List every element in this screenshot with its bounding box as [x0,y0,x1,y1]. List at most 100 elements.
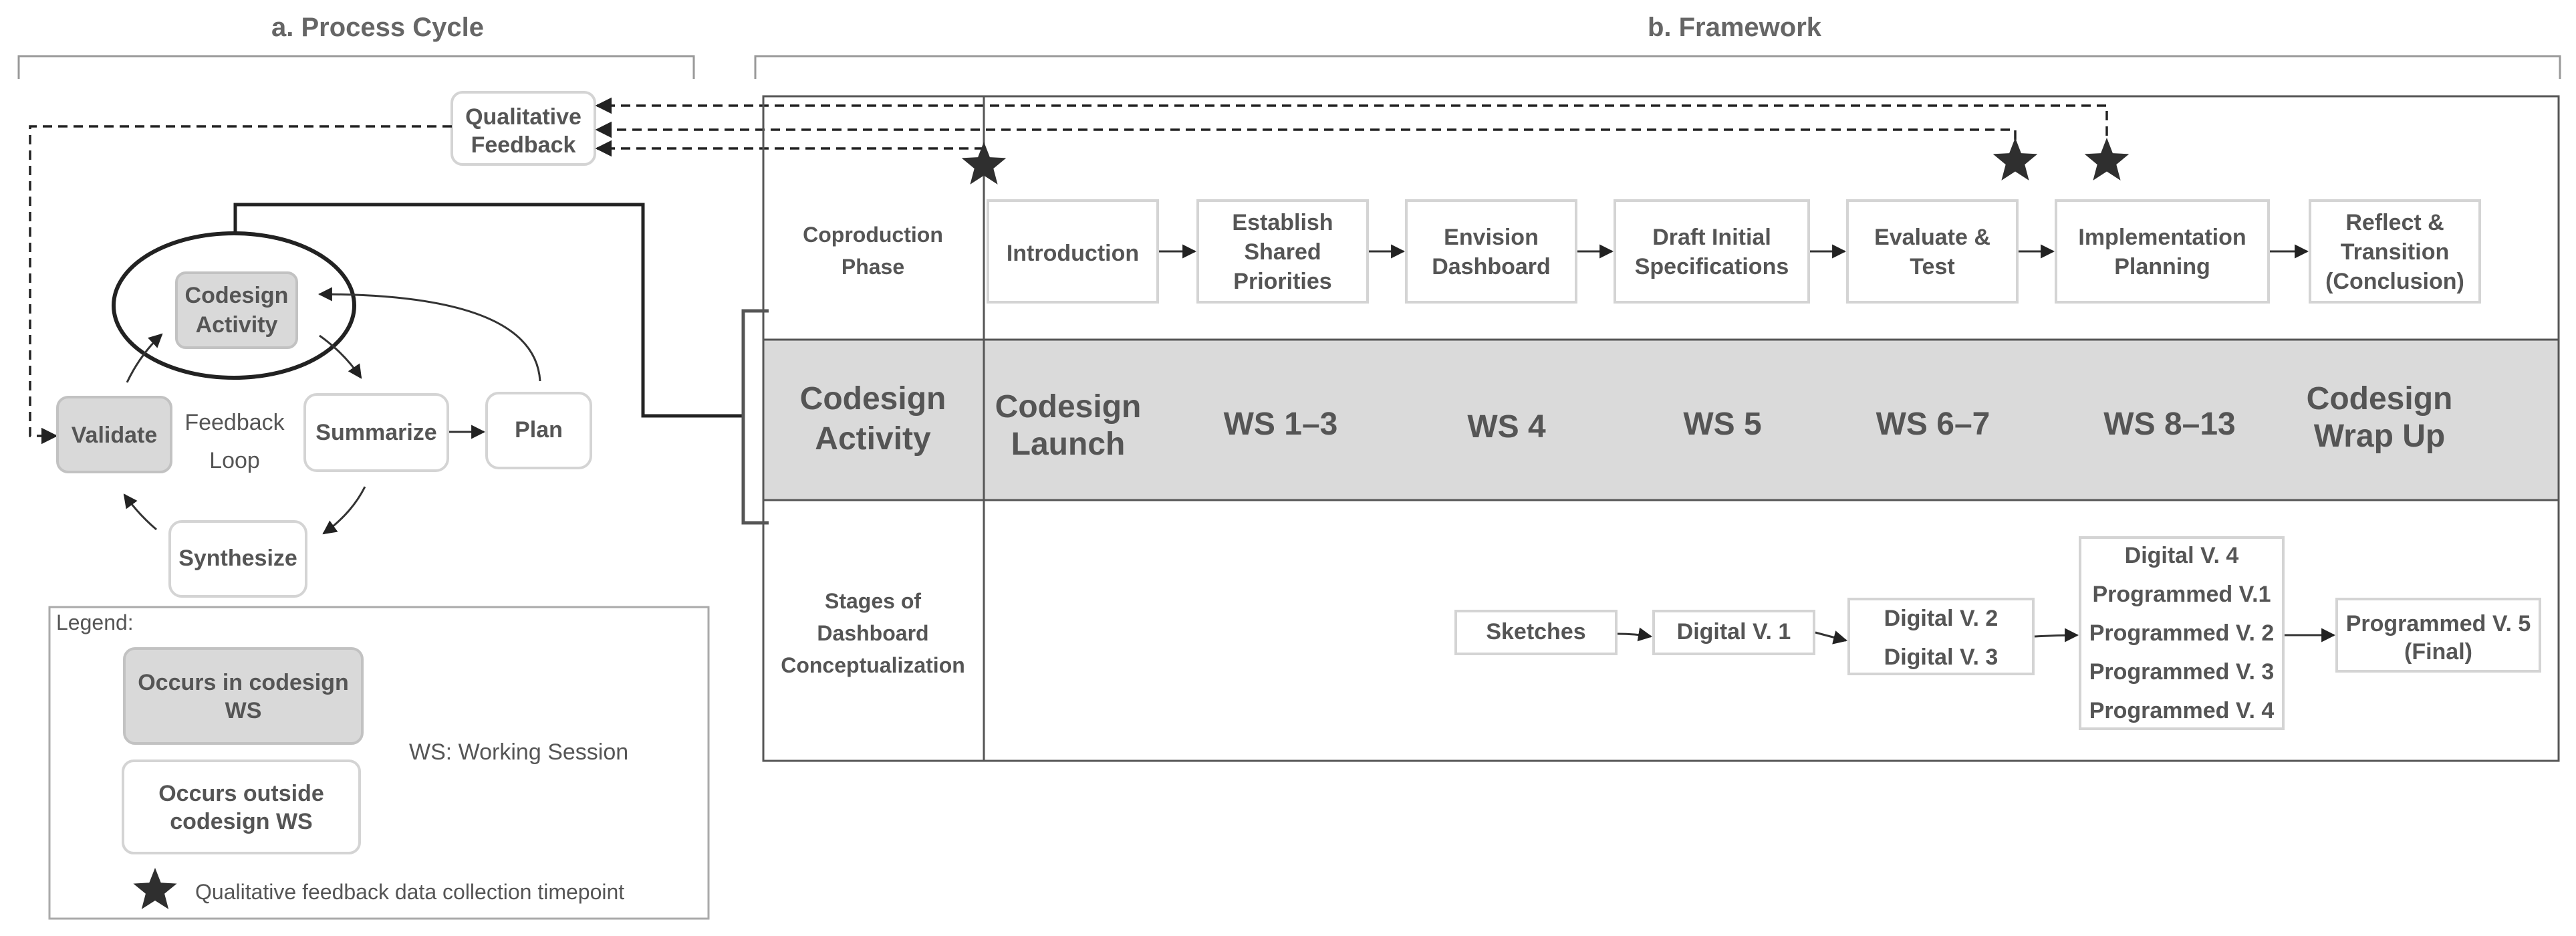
legend-white-swatch [122,759,361,854]
phase-establish-line3: Priorities [1233,269,1331,294]
stage-digital-v2-v3: Digital V. 2 Digital V. 3 [1847,598,2035,675]
row-label-stages-2: Dashboard [817,621,928,645]
framework-table: Coproduction Phase Codesign Activity Sta… [762,95,2560,762]
activity-ws-6-7: WS 6–7 [1876,406,1990,442]
feedback-loop-line2: Loop [209,448,260,473]
phase-implementation-planning: Implementation Planning [2055,199,2270,304]
activity-codesign-wrap-up-2: Wrap Up [2314,419,2445,454]
phase-reflect-line1: Reflect & [2345,210,2444,235]
row-label-activity-2: Activity [815,421,931,457]
stage-digital-v1-label: Digital V. 1 [1677,619,1791,645]
phase-evaluate-test: Evaluate & Test [1846,199,2019,304]
activity-band [763,340,2559,500]
legend-occurs-in-line2: WS [225,698,262,723]
framework-title: b. Framework [1648,13,1822,42]
arrow-synthesize-to-validate [123,493,157,531]
phase-draft-specifications: Draft Initial Specifications [1614,199,1810,304]
feedback-loop-line1: Feedback [184,410,285,435]
legend-title: Legend: [56,610,134,634]
stage-programmed-v4-label: Programmed V. 4 [2089,698,2275,723]
legend-ws-note: WS: Working Session [409,739,628,765]
framework-bracket [754,55,2561,79]
phase-envision-line1: Envision [1444,225,1539,250]
phase-introduction: Introduction [987,199,1159,304]
row-label-coproduction-1: Coproduction [803,223,943,247]
codesign-activity-line1: Codesign [185,283,289,308]
synthesize-label: Synthesize [178,546,297,571]
feedback-to-validate-dash [29,125,452,445]
legend-occurs-in-line1: Occurs in codesign [138,670,349,695]
stage-digital-v4-programmed: Digital V. 4 Programmed V.1 Programmed V… [2079,536,2285,730]
codesign-activity-node: Codesign Activity [175,271,298,349]
phase-establish-priorities: Establish Shared Priorities [1196,199,1369,304]
stage-programmed-v5: Programmed V. 5 (Final) [2335,598,2541,673]
row-label-activity-1: Codesign [800,381,946,417]
codesign-activity-line2: Activity [196,312,278,338]
framework-frame [762,95,2560,762]
qualitative-feedback-line1: Qualitative [465,104,582,130]
row-label-stages-1: Stages of [825,589,921,613]
legend: Legend: Occurs in codesign WS Occurs out… [48,606,710,920]
phase-reflect-line3: (Conclusion) [2325,269,2464,294]
ring-to-framework-connector [233,203,742,418]
process-cycle-title: a. Process Cycle [271,13,484,42]
summarize-node: Summarize [303,393,449,472]
stage-digital-v4-label: Digital V. 4 [2125,543,2239,568]
summarize-label: Summarize [315,420,436,445]
activity-codesign-wrap-up-1: Codesign [2307,381,2453,417]
dash-from-star-evaluate [595,121,2017,155]
stage-digital-v3-label: Digital V. 3 [1884,645,1999,670]
phase-reflect-line2: Transition [2341,239,2449,265]
stage-sketches: Sketches [1454,610,1618,655]
stage-digital-v2-label: Digital V. 2 [1884,606,1999,631]
stage-programmed-v1-label: Programmed V.1 [2092,582,2271,607]
dash-from-star-implementation [595,97,2108,151]
legend-occurs-outside-line1: Occurs outside [158,781,324,806]
process-cycle-bracket [17,55,695,79]
arrow-activity-to-summarize [319,334,362,379]
legend-star-icon [133,868,177,909]
plan-node: Plan [485,392,592,469]
arrow-validate-to-activity [126,333,163,383]
phase-evaluate-line1: Evaluate & [1874,225,1990,250]
row-label-coproduction-2: Phase [842,255,904,279]
arrow-plan-to-activity [317,287,541,382]
stage-programmed-v5-line1: Programmed V. 5 [2346,611,2531,636]
synthesize-node: Synthesize [168,520,307,598]
legend-occurs-outside-line2: codesign WS [170,809,312,834]
stage-arrow-2 [1815,630,1848,645]
arrow-summarize-to-synthesize [322,486,366,535]
stage-arrow-1 [1617,627,1653,642]
plan-label: Plan [515,417,563,443]
activity-ws-5: WS 5 [1683,406,1761,442]
stage-arrow-3 [2034,628,2079,642]
phase-introduction-line1: Introduction [1007,241,1139,266]
phase-reflect-transition: Reflect & Transition (Conclusion) [2309,199,2481,304]
qualitative-feedback-line2: Feedback [471,132,576,158]
activity-codesign-launch-1: Codesign [995,389,1142,425]
stage-programmed-v2-label: Programmed V. 2 [2089,620,2275,646]
validate-label: Validate [72,423,158,448]
activity-codesign-launch-2: Launch [1011,427,1126,462]
stage-programmed-v3-label: Programmed V. 3 [2089,659,2275,685]
star-implementation-icon [2084,138,2130,181]
phase-draft-line2: Specifications [1635,254,1789,279]
row-label-stages-3: Conceptualization [781,653,965,677]
activity-ws-1-3: WS 1–3 [1224,406,1338,442]
legend-star-note: Qualitative feedback data collection tim… [195,880,624,904]
phase-implementation-line1: Implementation [2078,225,2246,250]
qualitative-feedback-node: Qualitative Feedback [450,91,596,166]
phase-establish-line1: Establish [1232,210,1333,235]
phase-implementation-line2: Planning [2114,254,2210,279]
phase-envision-dashboard: Envision Dashboard [1405,199,1577,304]
stage-digital-v1: Digital V. 1 [1652,610,1815,655]
star-introduction-icon [961,142,1007,185]
star-evaluate-icon [1992,138,2038,181]
legend-gray-swatch [123,647,364,745]
activity-ws-4: WS 4 [1467,409,1546,445]
phase-draft-line1: Draft Initial [1652,225,1771,250]
phase-envision-line2: Dashboard [1432,254,1551,279]
framework-activity-bracket [741,309,769,525]
stage-sketches-label: Sketches [1486,619,1585,645]
